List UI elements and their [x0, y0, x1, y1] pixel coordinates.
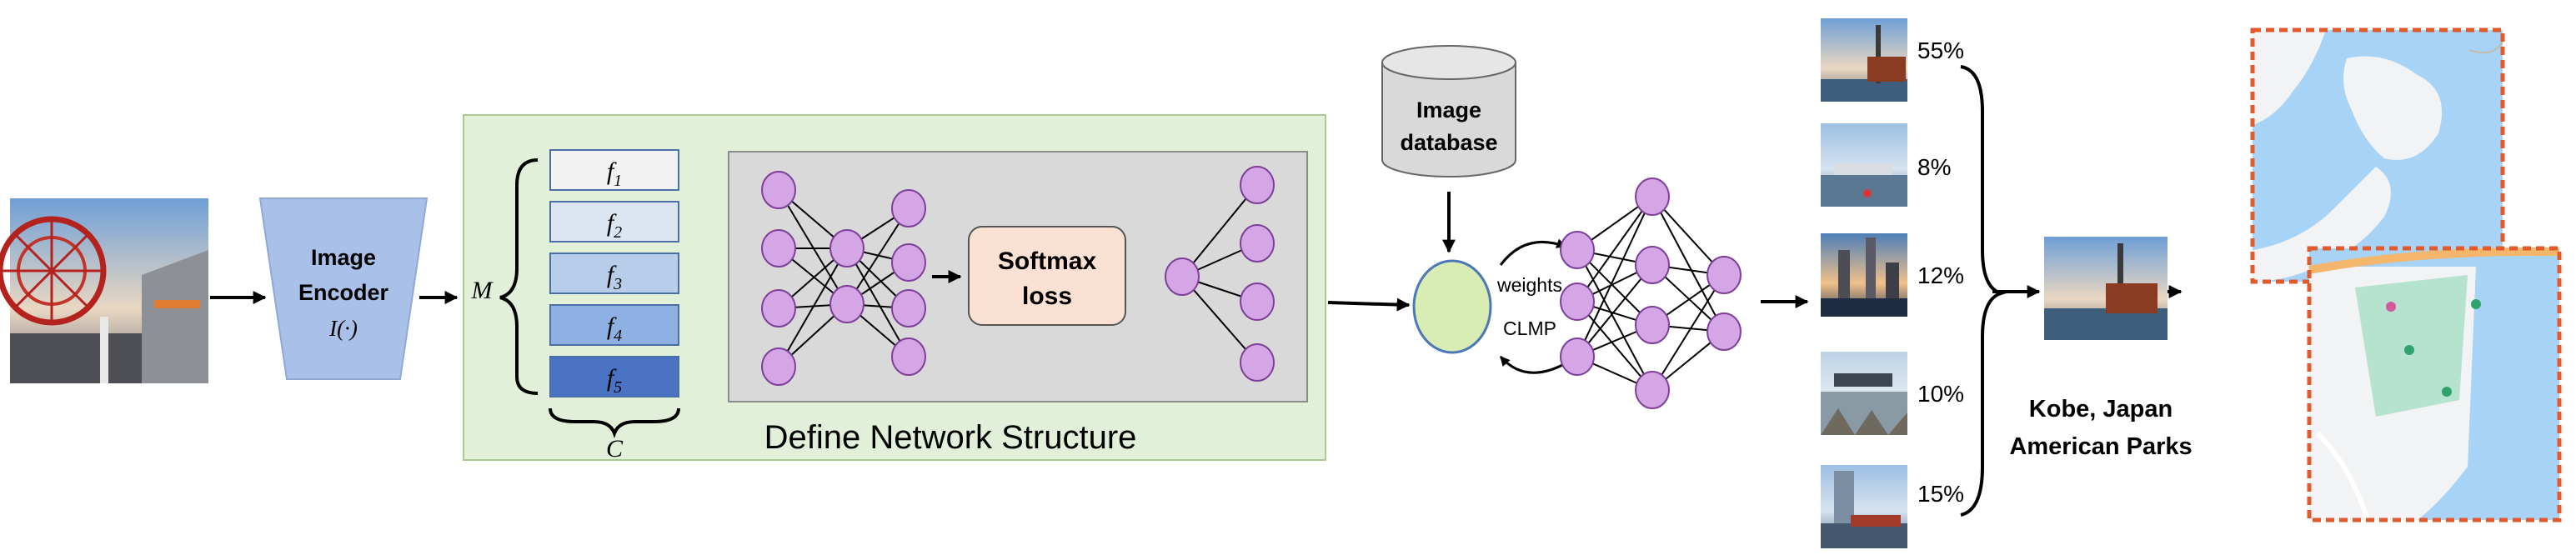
encoder-line1: Image: [311, 245, 376, 270]
structure-label: Define Network Structure: [764, 419, 1137, 456]
network-node: [1560, 231, 1595, 269]
network-edge: [846, 248, 910, 358]
network-node: [1635, 178, 1670, 216]
candidate-percent-2: 8%: [1917, 154, 1951, 180]
candidate-photo-1: [1821, 18, 1907, 102]
map-pin-icon: [2442, 387, 2452, 397]
image-encoder: Image Encoder I(·): [258, 198, 428, 380]
network-edge: [778, 248, 848, 368]
candidate-photo-5: [1821, 465, 1907, 548]
clmp-network-nodes: [1560, 178, 1742, 409]
network-node: [891, 243, 926, 282]
m-label: M: [471, 277, 494, 304]
c-label: C: [606, 435, 624, 462]
candidate-percent-3: 12%: [1917, 262, 1964, 288]
japan-map: [2250, 28, 2505, 284]
feature-box-1: f1: [549, 149, 679, 191]
network-node: [891, 289, 926, 328]
network-node: [829, 285, 865, 323]
network-node: [1240, 343, 1275, 382]
network-node: [1240, 166, 1275, 204]
encoder-line2: Encoder: [298, 280, 389, 305]
query-embedding-node: [1412, 259, 1492, 354]
candidate-percent-1: 55%: [1917, 38, 1964, 63]
kobe-park-map: [2307, 246, 2562, 522]
clmp-label: CLMP: [1503, 318, 1556, 339]
network-node: [761, 229, 796, 268]
network-node: [1165, 258, 1200, 296]
network-node: [1635, 246, 1670, 284]
candidate-photo-4: [1821, 352, 1907, 435]
encoder-func: I(·): [328, 316, 358, 341]
result-line2: American Parks: [2009, 433, 2192, 460]
network-node: [1560, 338, 1595, 376]
network-edge: [1576, 196, 1653, 358]
feature-box-3: f3: [549, 252, 679, 294]
network-edge: [1181, 184, 1258, 278]
feature-box-4: f4: [549, 304, 679, 346]
weights-label: weights: [1496, 274, 1562, 296]
network-node: [829, 229, 865, 268]
result-line1: Kobe, Japan: [2029, 396, 2173, 422]
candidate-percent-4: 10%: [1917, 381, 1964, 407]
clmp-network-edges: [1576, 196, 1725, 391]
m-brace: [499, 158, 539, 395]
softmax-line1: Softmax: [998, 248, 1097, 275]
network-node: [1240, 282, 1275, 321]
network-node: [1706, 312, 1742, 351]
network-edge: [1576, 249, 1653, 391]
database-line1: Image: [1416, 98, 1481, 122]
candidate-percent-5: 15%: [1917, 481, 1964, 507]
map-pin-icon: [2471, 299, 2481, 309]
network-edge: [1576, 264, 1653, 358]
database-line2: database: [1400, 130, 1497, 155]
network-node: [1706, 256, 1742, 294]
network-node: [1635, 306, 1670, 344]
network-edge: [778, 189, 848, 305]
network-node: [1240, 224, 1275, 262]
feature-box-5: f5: [549, 356, 679, 398]
network-nodes: [761, 166, 1275, 386]
network-node: [891, 338, 926, 376]
network-edge: [1576, 196, 1653, 302]
network-node: [761, 348, 796, 386]
softmax-loss-box: Softmax loss: [968, 226, 1126, 326]
network-edge: [846, 208, 910, 305]
c-brace: [549, 408, 680, 438]
network-node: [891, 189, 926, 228]
feature-stack: M f1 f2 f3 f4 f5 C: [471, 149, 680, 462]
map-pin-icon: [2404, 345, 2414, 355]
clmp-arrows: [1499, 238, 1567, 374]
network-node: [1560, 282, 1595, 321]
network-node: [761, 171, 796, 209]
network-node: [1635, 371, 1670, 409]
network-edge: [1651, 274, 1725, 391]
candidates-brace: [1960, 65, 2007, 517]
image-database-icon: Image database: [1381, 45, 1516, 178]
candidate-photo-3: [1821, 233, 1907, 317]
map-pin-icon: [2386, 302, 2396, 312]
softmax-line2: loss: [1022, 282, 1072, 310]
network-node: [761, 289, 796, 328]
network-edge: [1181, 276, 1258, 363]
candidate-photo-2: [1821, 123, 1907, 207]
input-photo-icon: [0, 198, 208, 383]
network-edge: [1576, 301, 1653, 391]
feature-box-2: f2: [549, 201, 679, 242]
network-edge: [1651, 196, 1725, 332]
result-photo: [2044, 237, 2168, 340]
